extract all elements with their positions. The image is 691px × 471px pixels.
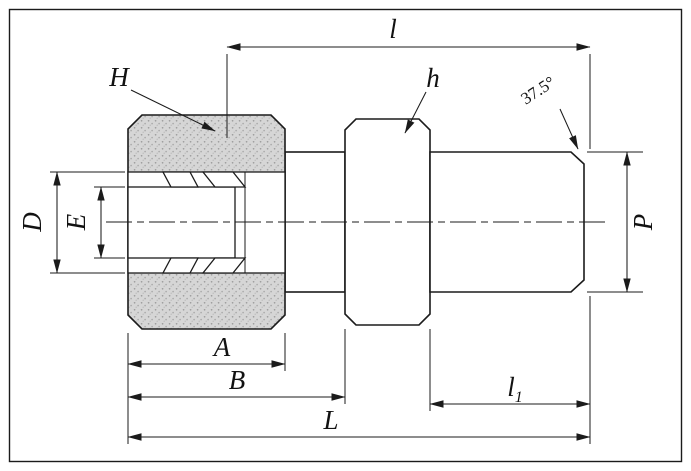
dimension-label-E: E — [61, 213, 91, 231]
drawing-border — [8, 8, 683, 463]
leader-line — [404, 91, 427, 134]
dimension-label-D: D — [17, 212, 47, 233]
dimension-label-A: A — [212, 332, 231, 362]
dimension-l: l — [226, 14, 591, 149]
l1-subscript: 1 — [515, 389, 523, 406]
dimension-l1: l1 — [429, 372, 591, 408]
callout-label-H: H — [108, 62, 130, 92]
dimension-label-B: B — [229, 365, 246, 395]
callout-H: H — [108, 62, 216, 132]
dimension-A: A — [127, 332, 286, 368]
callout-label-h: h — [426, 63, 440, 93]
callout-chamfer-angle: 37.5° — [517, 72, 579, 150]
dimension-D: D — [17, 171, 125, 274]
callout-label-angle: 37.5° — [517, 72, 558, 108]
callout-h: h — [404, 63, 440, 134]
dimension-E: E — [61, 186, 125, 259]
dimension-label-P: P — [628, 214, 658, 232]
dimension-label-L: L — [322, 405, 338, 435]
dimension-label-l1: l1 — [507, 372, 523, 406]
back-ferrule-top — [161, 171, 200, 188]
dimension-L: L — [127, 405, 591, 441]
l1-base: l — [507, 372, 515, 402]
dimension-P: P — [587, 151, 658, 293]
dimension-B: B — [127, 365, 346, 401]
leader-line — [559, 108, 579, 150]
leader-line — [130, 89, 216, 132]
dimension-label-l: l — [389, 14, 397, 44]
back-ferrule-bottom — [161, 257, 200, 274]
